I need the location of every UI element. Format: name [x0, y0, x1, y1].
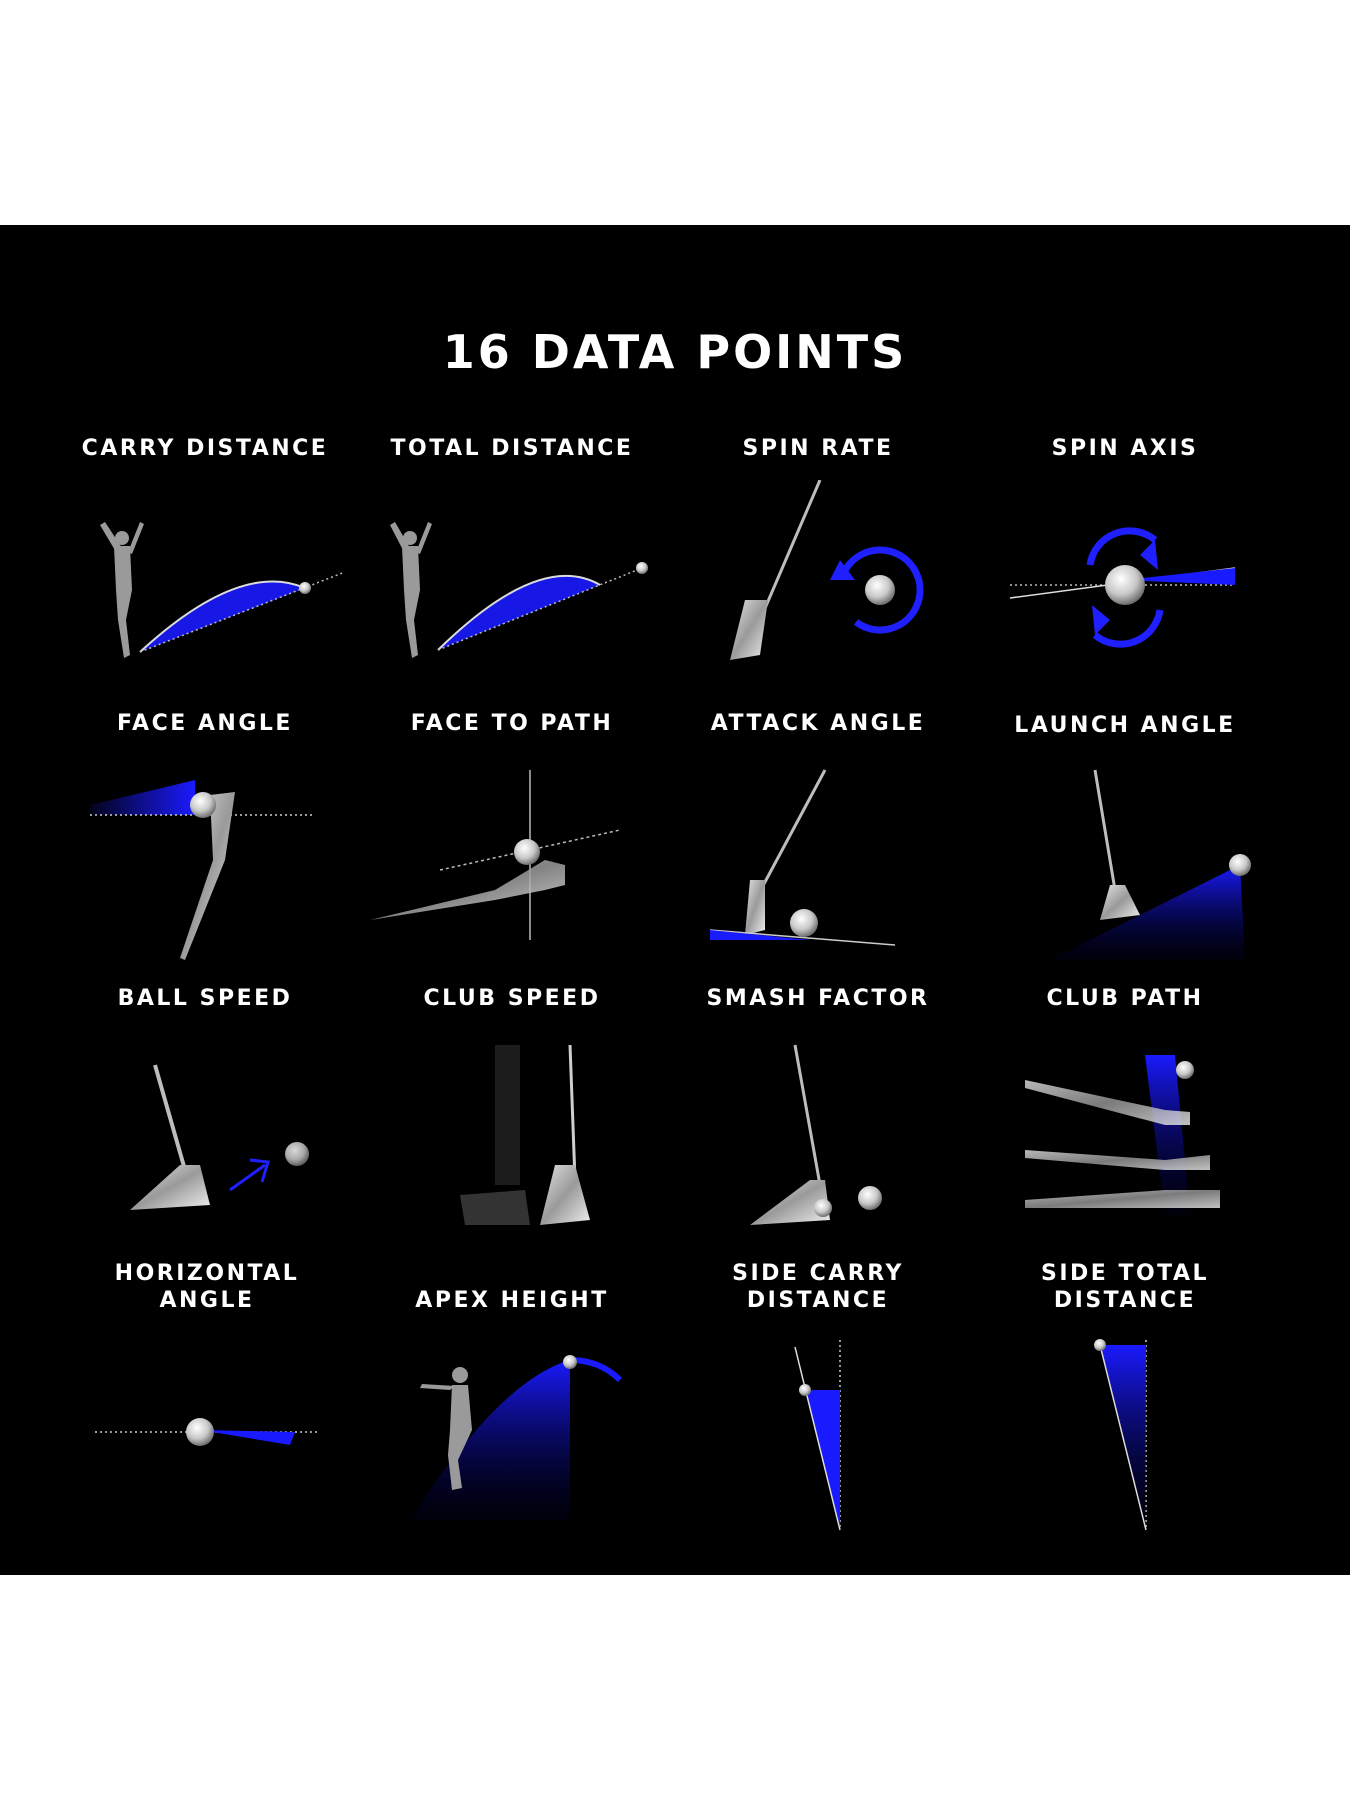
- metric-label-carry-distance: CARRY DISTANCE: [81, 436, 329, 461]
- metric-label-face-angle: FACE ANGLE: [117, 711, 293, 736]
- spin-axis-icon: [1000, 480, 1280, 680]
- total-distance-icon: [380, 480, 660, 680]
- metric-label-horizontal-angle: HORIZONTAL ANGLE: [114, 1261, 300, 1313]
- metric-label-side-total-distance: SIDE TOTAL DISTANCE: [1040, 1261, 1210, 1313]
- metric-label-side-carry-distance: SIDE CARRY DISTANCE: [732, 1261, 904, 1313]
- metric-label-total-distance: TOTAL DISTANCE: [390, 436, 634, 461]
- metric-label-spin-rate: SPIN RATE: [742, 436, 894, 461]
- side-total-distance-icon: [1000, 1335, 1280, 1535]
- attack-angle-icon: [700, 760, 980, 960]
- page-title: 16 DATA POINTS: [442, 325, 908, 379]
- club-path-icon: [1015, 1040, 1295, 1240]
- metric-label-club-path: CLUB PATH: [1046, 986, 1204, 1011]
- metric-label-spin-axis: SPIN AXIS: [1051, 436, 1199, 461]
- face-to-path-icon: [365, 760, 645, 960]
- ball-speed-icon: [110, 1050, 390, 1250]
- metric-label-launch-angle: LAUNCH ANGLE: [1014, 713, 1236, 738]
- apex-height-icon: [400, 1340, 680, 1540]
- launch-angle-icon: [1010, 760, 1290, 960]
- spin-rate-icon: [700, 480, 980, 680]
- metric-label-face-to-path: FACE TO PATH: [410, 711, 614, 736]
- face-angle-icon: [85, 760, 365, 960]
- carry-distance-icon: [70, 480, 350, 680]
- smash-factor-icon: [700, 1040, 980, 1240]
- side-carry-distance-icon: [720, 1335, 1000, 1535]
- metric-label-apex-height: APEX HEIGHT: [415, 1288, 609, 1313]
- metric-label-attack-angle: ATTACK ANGLE: [710, 711, 926, 736]
- metric-label-smash-factor: SMASH FACTOR: [706, 986, 930, 1011]
- metric-label-club-speed: CLUB SPEED: [423, 986, 601, 1011]
- horizontal-angle-icon: [90, 1330, 370, 1530]
- metric-label-ball-speed: BALL SPEED: [117, 986, 293, 1011]
- club-speed-icon: [375, 1040, 655, 1240]
